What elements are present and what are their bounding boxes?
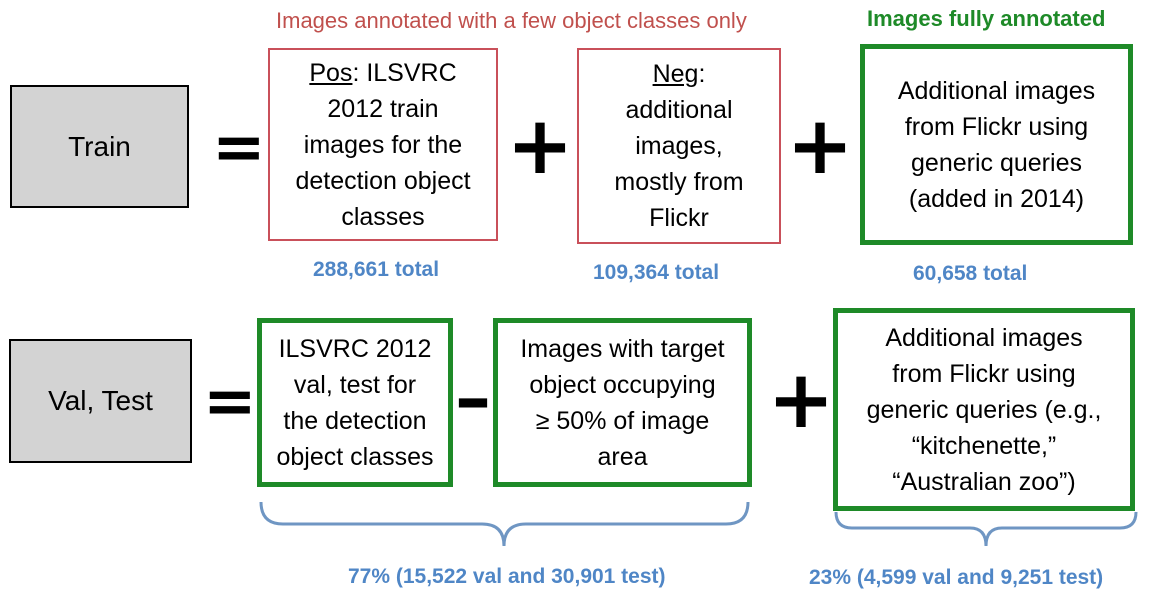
train-additional-box: Additional images from Flickr using gene… (860, 44, 1133, 245)
left-brace (259, 501, 750, 547)
target-line-2: object occupying (529, 370, 716, 399)
ilsvrc-valtest-box: ILSVRC 2012 val, test for the detection … (257, 318, 453, 487)
valtest-equals-sign: = (203, 365, 257, 439)
valtest-additional-line-5: “Australian zoo”) (892, 467, 1076, 496)
valtest-plus-sign: + (767, 353, 835, 446)
right-brace-summary: 23% (4,599 val and 9,251 test) (809, 566, 1104, 589)
ilsvrc-line-1: ILSVRC 2012 (278, 334, 432, 363)
valtest-label-box: Val, Test (9, 339, 192, 463)
full-annotation-header: Images fully annotated (867, 6, 1106, 31)
partial-annotation-header: Images annotated with a few object class… (276, 8, 747, 33)
left-brace-summary: 77% (15,522 val and 30,901 test) (348, 565, 666, 588)
train-additional-line-1: Additional images (897, 76, 1096, 105)
train-additional-line-2: from Flickr using (904, 112, 1089, 141)
pos-line-2: 2012 train (327, 94, 439, 123)
train-plus-sign-1: + (506, 99, 574, 192)
ilsvrc-line-2: val, test for (293, 370, 417, 399)
train-equals-sign: = (212, 111, 266, 185)
valtest-additional-line-2: from Flickr using (892, 359, 1076, 388)
valtest-additional-line-1: Additional images (885, 323, 1083, 352)
valtest-additional-line-4: “kitchenette,” (911, 431, 1057, 460)
valtest-additional-line-3: generic queries (e.g., (866, 395, 1102, 424)
train-label-box: Train (10, 85, 189, 208)
neg-title: Neg (652, 60, 699, 88)
ilsvrc-line-3: the detection (283, 406, 427, 435)
valtest-label: Val, Test (48, 385, 153, 416)
pos-box: Pos: ILSVRC 2012 train images for the de… (268, 48, 498, 241)
target-line-1: Images with target (520, 334, 725, 363)
pos-title: Pos (309, 58, 353, 87)
neg-line-4: mostly from (614, 168, 744, 196)
valtest-additional-box: Additional images from Flickr using gene… (833, 308, 1135, 511)
pos-total: 288,661 total (313, 258, 440, 281)
pos-line-3: images for the (303, 130, 463, 159)
neg-line-2: additional (625, 96, 733, 124)
neg-line-3: images, (635, 132, 723, 160)
target-line-4: area (597, 442, 648, 471)
neg-total: 109,364 total (593, 261, 720, 284)
pos-line-4: detection object (295, 166, 471, 195)
ilsvrc-line-4: object classes (276, 442, 434, 471)
neg-line-5: Flickr (649, 204, 709, 232)
train-additional-line-4: (added in 2014) (908, 184, 1085, 213)
target-line-3: ≥ 50% of image (535, 406, 710, 435)
train-additional-line-3: generic queries (911, 148, 1082, 177)
neg-box: Neg: additional images, mostly from Flic… (577, 48, 781, 244)
neg-line-1: : (698, 60, 706, 88)
minus-sign: – (455, 356, 491, 440)
right-brace (834, 511, 1138, 547)
pos-line-1: : ILSVRC (352, 58, 457, 87)
train-additional-total: 60,658 total (913, 262, 1028, 285)
pos-line-5: classes (341, 202, 425, 231)
train-plus-sign-2: + (786, 99, 854, 192)
target-object-box: Images with target object occupying ≥ 50… (493, 318, 752, 487)
train-label: Train (68, 130, 131, 162)
